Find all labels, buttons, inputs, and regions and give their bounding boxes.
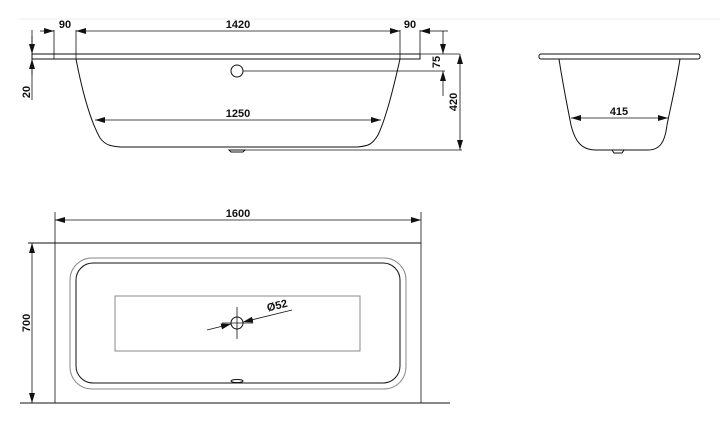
end-view: 415: [538, 53, 701, 154]
dim-bottom-width: 415: [610, 106, 628, 118]
plan-inner-contour: [75, 262, 401, 384]
dim-length: 1600: [226, 208, 250, 220]
dim-width: 700: [21, 314, 33, 332]
dim-rim-left: 90: [59, 19, 71, 31]
side-view: 90 1420 90 20 75 420 1250: [21, 19, 463, 153]
dim-drain-diameter: Ø52: [266, 298, 289, 315]
dim-rim-thickness: 20: [21, 86, 33, 98]
dim-overflow-height: 75: [431, 56, 443, 68]
end-rim: [538, 53, 701, 60]
plan-outer-contour: [69, 257, 407, 390]
end-tub-body: [558, 58, 681, 151]
side-tub-body: [75, 58, 401, 148]
overflow-hole: [230, 64, 244, 78]
dim-bottom-length: 1250: [226, 108, 250, 120]
side-drain: [227, 149, 247, 153]
plan-bottom-area: [114, 295, 361, 352]
plan-view: 1600 700 Ø52: [20, 208, 450, 404]
plan-overflow: [230, 379, 244, 383]
dim-inner-length: 1420: [226, 19, 250, 31]
dim-total-height: 420: [448, 93, 460, 111]
side-rim: [31, 53, 421, 60]
end-drain: [611, 149, 625, 154]
dim-rim-right: 90: [404, 19, 416, 31]
